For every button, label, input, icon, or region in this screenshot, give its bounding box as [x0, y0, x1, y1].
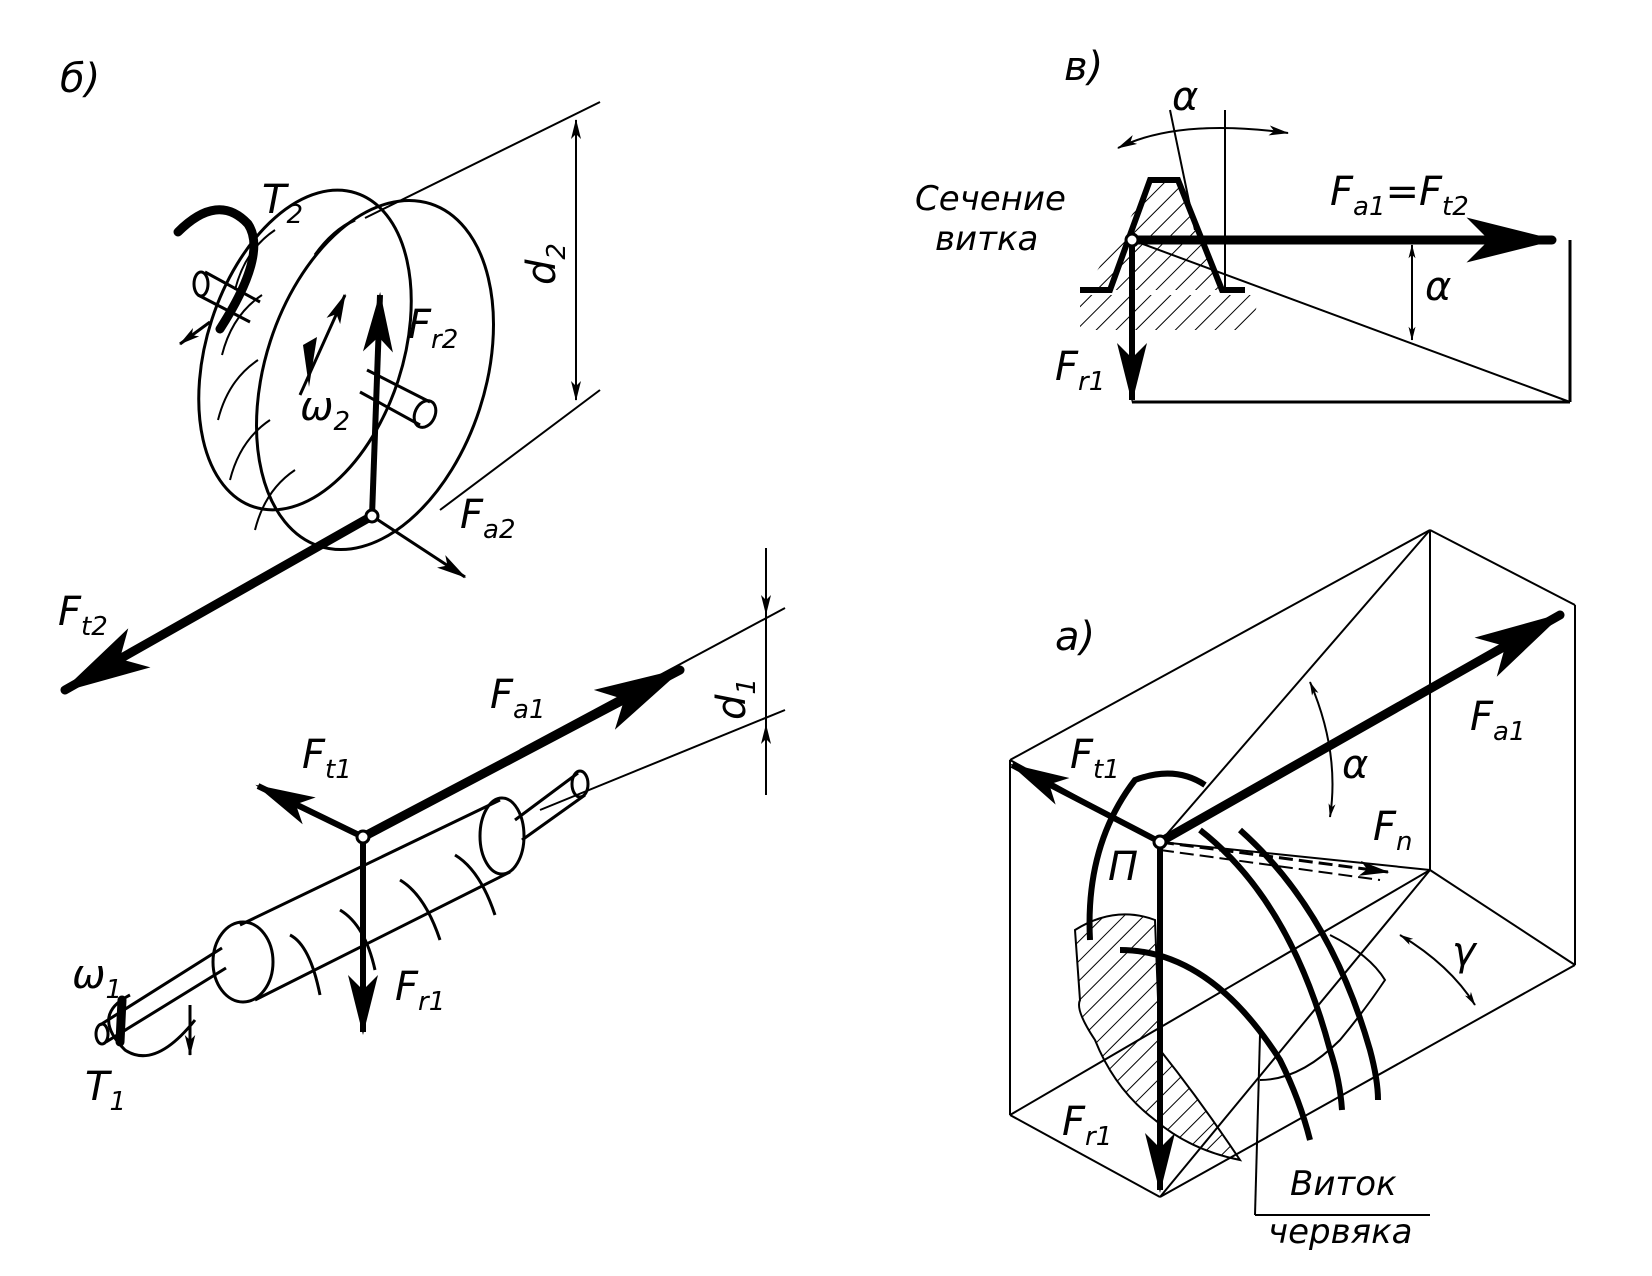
- worm-shaft: d1: [94, 548, 786, 1058]
- coil-inner-top: [1086, 770, 1207, 941]
- wheel-shaft-front-end: [412, 399, 438, 429]
- ft1-label: Ft1: [302, 732, 352, 785]
- omega2-arrow: [298, 293, 347, 396]
- panel-v: в) α Сечение витка Fa1=Ft2 α Fr1: [915, 44, 1572, 404]
- alpha-label-a: α: [1342, 742, 1368, 788]
- ft2-arrow: [60, 511, 377, 695]
- pole-point: [1152, 834, 1168, 850]
- fa1-label-a: Fa1: [1470, 694, 1526, 747]
- omega1-arc: [107, 993, 197, 1058]
- worm-shaft-near-bottom: [105, 966, 227, 1044]
- wheel-shaft-front-bottom: [359, 390, 421, 427]
- t1-label: T1: [85, 1064, 126, 1117]
- worm-threads: [289, 853, 497, 996]
- coil-label-2: червяка: [1268, 1212, 1412, 1252]
- panel-b-label: б): [60, 56, 100, 102]
- coil-edge-3: [1238, 827, 1381, 1101]
- d2-label: d2: [519, 243, 572, 285]
- t2-label: T2: [262, 177, 303, 230]
- fr2-label: Fr2: [408, 302, 458, 355]
- fa1-eq-ft2-label: Fa1=Ft2: [1330, 169, 1469, 222]
- worm-body-bottom: [254, 870, 511, 1002]
- fn-arrow: [1159, 840, 1390, 876]
- panel-a: а): [1009, 529, 1576, 1252]
- omega2-arrow-fill: [303, 337, 317, 387]
- d2-ext-bottom: [439, 389, 601, 511]
- worm-wheel: [173, 188, 495, 552]
- ft1-arrow: [255, 783, 365, 840]
- triangle-hypotenuse: [1131, 239, 1571, 403]
- fa1-arrow-a: [1155, 610, 1565, 847]
- omega2-label: ω2: [300, 384, 350, 437]
- worm-contact-point: [355, 829, 371, 845]
- fa2-arrow: [371, 514, 467, 579]
- fa1-label: Fa1: [490, 672, 546, 725]
- torque-t2-arc: [173, 205, 259, 334]
- d1-ext-bottom: [539, 709, 786, 811]
- alpha-top-arc: [1117, 125, 1289, 149]
- gamma-arc: [1399, 934, 1476, 1006]
- worm-body-top: [239, 798, 501, 927]
- d1-label: d1: [709, 678, 762, 720]
- panel-a-label: а): [1055, 614, 1095, 660]
- fa2-label: Fa2: [460, 492, 516, 545]
- worm-shaft-far-end: [570, 769, 590, 799]
- worm-shaft-near-end: [94, 1022, 110, 1046]
- d2-dimension: d2: [364, 101, 601, 511]
- wheel-contact-point: [364, 508, 380, 524]
- fa1-arrow: [358, 665, 685, 842]
- section-label-2: витка: [935, 219, 1038, 259]
- p-pole-label: П: [1108, 844, 1138, 890]
- coil-label-1: Виток: [1290, 1164, 1397, 1204]
- fn-arrow-double: [1159, 849, 1381, 881]
- ft2-label: Ft2: [58, 589, 108, 642]
- alpha-top-label: α: [1172, 74, 1198, 120]
- fr1-label-a: Fr1: [1062, 1099, 1112, 1152]
- wheel-shaft-back-end: [192, 270, 210, 298]
- wheel-rim-edge: [313, 218, 356, 256]
- fr1-label: Fr1: [395, 964, 445, 1017]
- coil-edge-2: [1198, 827, 1345, 1111]
- worm-body-end: [211, 920, 275, 1004]
- alpha-right-label: α: [1425, 264, 1451, 310]
- gamma-label: γ: [1452, 929, 1478, 975]
- fr1-label-v: Fr1: [1055, 344, 1105, 397]
- panel-v-label: в): [1064, 44, 1103, 90]
- worm-body-far-end: [478, 796, 526, 876]
- section-contact-point: [1124, 232, 1140, 248]
- wheel-shaft-back-bottom: [197, 293, 251, 324]
- panel-b: б) d2: [58, 56, 786, 1117]
- worm-body-hatch: [1080, 295, 1260, 330]
- wheel-shaft-back-top: [204, 270, 261, 304]
- coil-outline: [1259, 934, 1387, 1081]
- torque-t2-arrowhead: [179, 320, 211, 346]
- fr2-arrow: [362, 292, 393, 517]
- t1-torque-mark: [115, 995, 127, 1047]
- coil-edge-1: [1119, 947, 1313, 1141]
- section-label-1: Сечение: [915, 179, 1066, 219]
- alpha-arc-a: [1309, 681, 1336, 818]
- worm-shaft-far-bottom: [521, 793, 586, 842]
- ft1-label-a: Ft1: [1070, 732, 1120, 785]
- wheel-back-rim: [197, 188, 413, 512]
- ft1-arrow-a: [1009, 762, 1162, 845]
- d2-ext-top: [364, 101, 601, 219]
- coil-leader: [1254, 1034, 1261, 1216]
- worm-shaft-far-top: [514, 771, 579, 822]
- omega1-label: ω1: [72, 952, 122, 1005]
- fn-label: Fn: [1373, 804, 1413, 857]
